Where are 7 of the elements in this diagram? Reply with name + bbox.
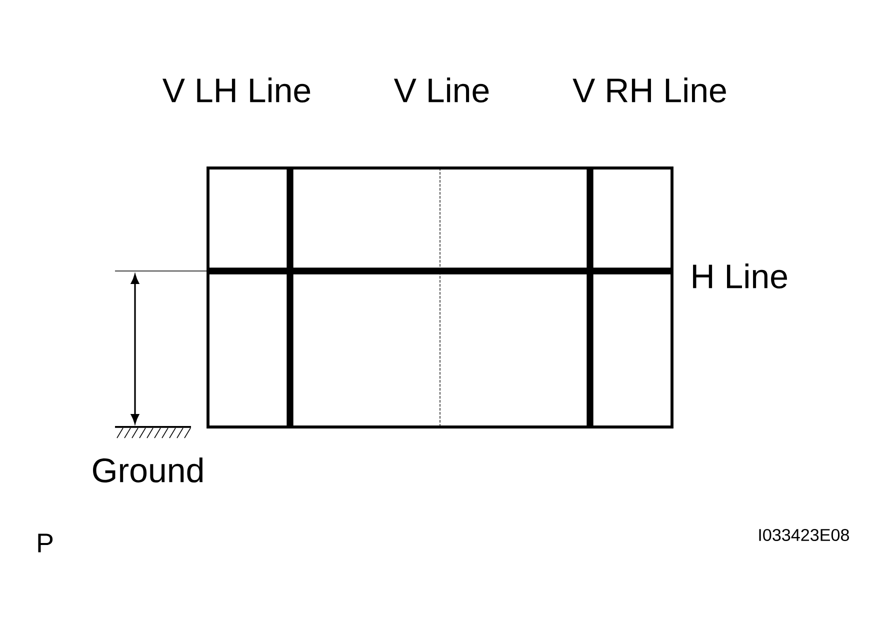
ground-label: Ground: [93, 458, 203, 482]
figure-code: I033423E08: [759, 528, 849, 542]
line-label: V Line: [394, 78, 489, 102]
line-label: V LH Line: [162, 78, 310, 102]
line-label: V RH Line: [572, 78, 726, 102]
line-label: H Line: [693, 264, 787, 288]
page-label: P: [38, 534, 53, 552]
